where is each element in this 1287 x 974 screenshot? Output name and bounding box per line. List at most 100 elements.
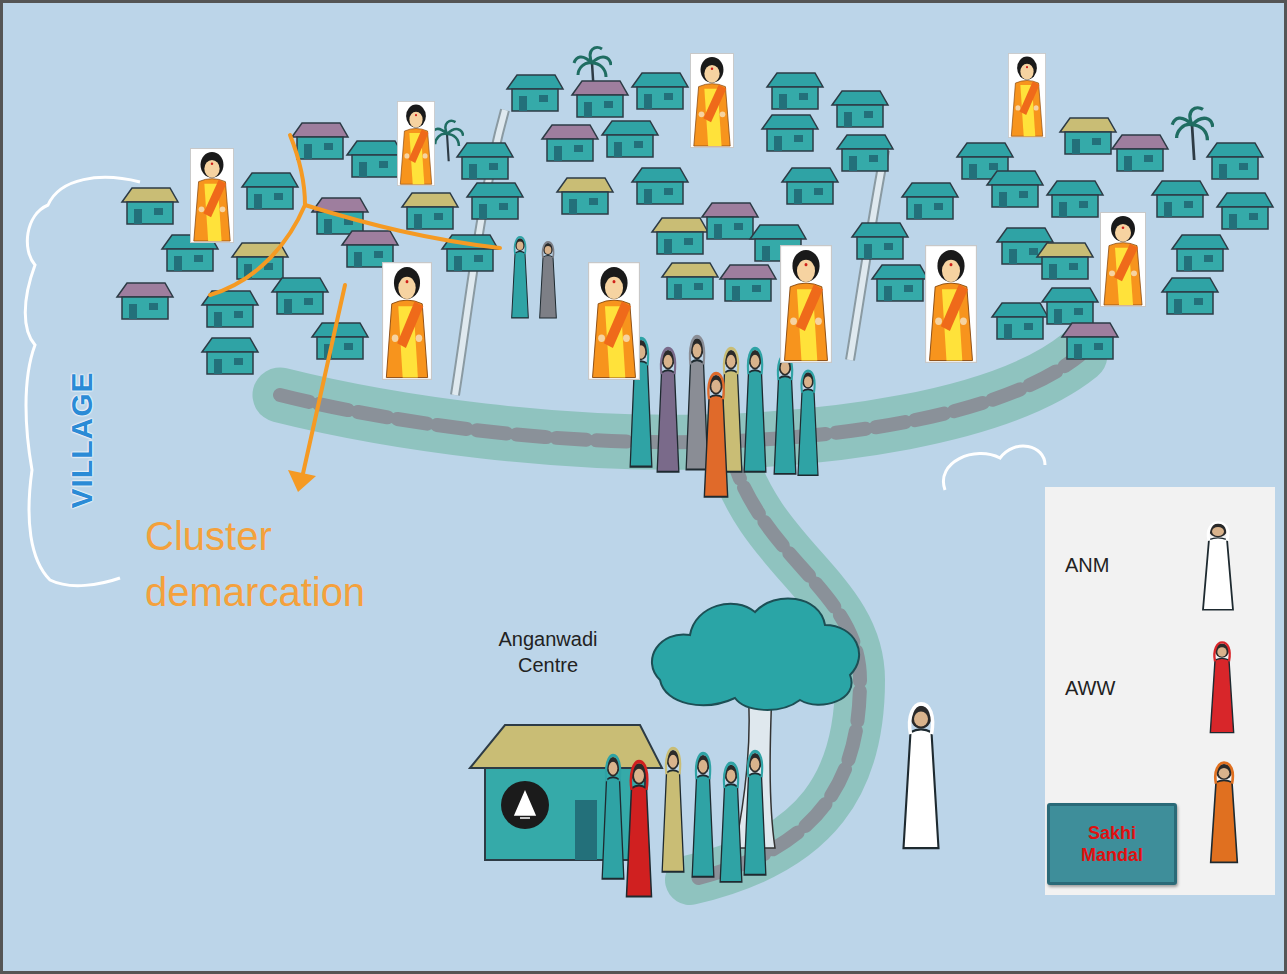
sakhi-figure [589, 263, 640, 380]
legend-label: AWW [1065, 676, 1115, 701]
hut [1112, 135, 1168, 171]
hut [762, 115, 818, 151]
hut [632, 168, 688, 204]
cloud-outline [25, 177, 140, 585]
arrowhead [288, 470, 316, 492]
hut [202, 338, 258, 374]
hut [467, 183, 523, 219]
sakhi-figure [690, 53, 733, 147]
cluster-line [305, 205, 500, 248]
sakhi-figure [926, 246, 977, 363]
hut [557, 178, 613, 214]
villager [540, 242, 557, 318]
hut [987, 171, 1043, 207]
legend-label: ANM [1065, 553, 1109, 578]
hut [457, 143, 513, 179]
sakhi-figure [781, 246, 832, 363]
hut [782, 168, 838, 204]
villager [720, 763, 742, 882]
hut [1172, 235, 1228, 271]
hut [902, 183, 958, 219]
cluster-label-box: Cluster demarcation [145, 508, 445, 620]
villager [657, 348, 679, 472]
anm-figure [904, 704, 939, 848]
legend-entry: Sakhi Mandal [1047, 803, 1177, 885]
sakhi-figure [190, 148, 233, 242]
legend-panel [1045, 487, 1275, 895]
hut [402, 193, 458, 229]
hut [342, 231, 398, 267]
villager [744, 751, 766, 875]
hut [662, 263, 718, 299]
tree-canopy [652, 598, 859, 710]
sakhi-figure [1008, 53, 1045, 137]
villager [744, 348, 766, 472]
hut [632, 73, 688, 109]
hut [852, 223, 908, 259]
hut [1042, 288, 1098, 324]
hut [702, 203, 758, 239]
villager [686, 337, 708, 470]
aww-figure [627, 762, 652, 897]
hut [1062, 323, 1118, 359]
legend-aww-figure [1210, 642, 1233, 732]
hut [992, 303, 1048, 339]
hut [720, 265, 776, 301]
hut [837, 135, 893, 171]
hut [272, 278, 328, 314]
sakhi-figure [397, 101, 434, 185]
hut [312, 323, 368, 359]
legend-anm-figure [1203, 522, 1233, 609]
road [280, 110, 1080, 880]
hut [602, 121, 658, 157]
anganwadi-group [602, 748, 766, 896]
cluster-lines [210, 135, 500, 478]
cluster-label: Cluster demarcation [145, 508, 445, 620]
hut [1217, 193, 1273, 229]
building-roof [470, 725, 662, 768]
hut [572, 81, 628, 117]
group-name: Sakhi Mandal [1058, 822, 1166, 867]
hut [242, 173, 298, 209]
hut [832, 91, 888, 127]
sakhi-figure [1101, 212, 1146, 306]
villager [774, 355, 796, 474]
legend-sakhi-figure [1211, 763, 1238, 863]
villager [692, 753, 714, 877]
hut [542, 125, 598, 161]
hut [507, 75, 563, 111]
legend-entry: AWW [1065, 676, 1115, 701]
cluster-arrow [302, 285, 345, 478]
hut [1060, 118, 1116, 154]
anganwadi-label: Anganwadi Centre [468, 626, 628, 678]
hut [122, 188, 178, 224]
villager [704, 373, 727, 497]
villager [662, 748, 684, 872]
hut [1152, 181, 1208, 217]
emblem-motif [515, 792, 535, 818]
villager [602, 755, 624, 879]
hut [872, 265, 928, 301]
cluster-line [290, 135, 305, 205]
cluster-line [210, 205, 305, 295]
cloud-outline [943, 446, 1045, 490]
village-label-box: VILLAGE [64, 371, 100, 508]
hut [1047, 181, 1103, 217]
legend-entry: ANM [1065, 553, 1109, 578]
anganwadi-label-box: Anganwadi Centre [468, 626, 628, 678]
villager [798, 371, 818, 476]
hut [1207, 143, 1263, 179]
hut [1162, 278, 1218, 314]
emblem [501, 781, 549, 829]
hut [117, 283, 173, 319]
hut [292, 123, 348, 159]
village-label: VILLAGE [64, 371, 100, 508]
hut [767, 73, 823, 109]
hut [1037, 243, 1093, 279]
hut [652, 218, 708, 254]
sakhi-figure [383, 263, 432, 380]
palm-tree [1172, 108, 1213, 160]
villager [512, 237, 529, 318]
